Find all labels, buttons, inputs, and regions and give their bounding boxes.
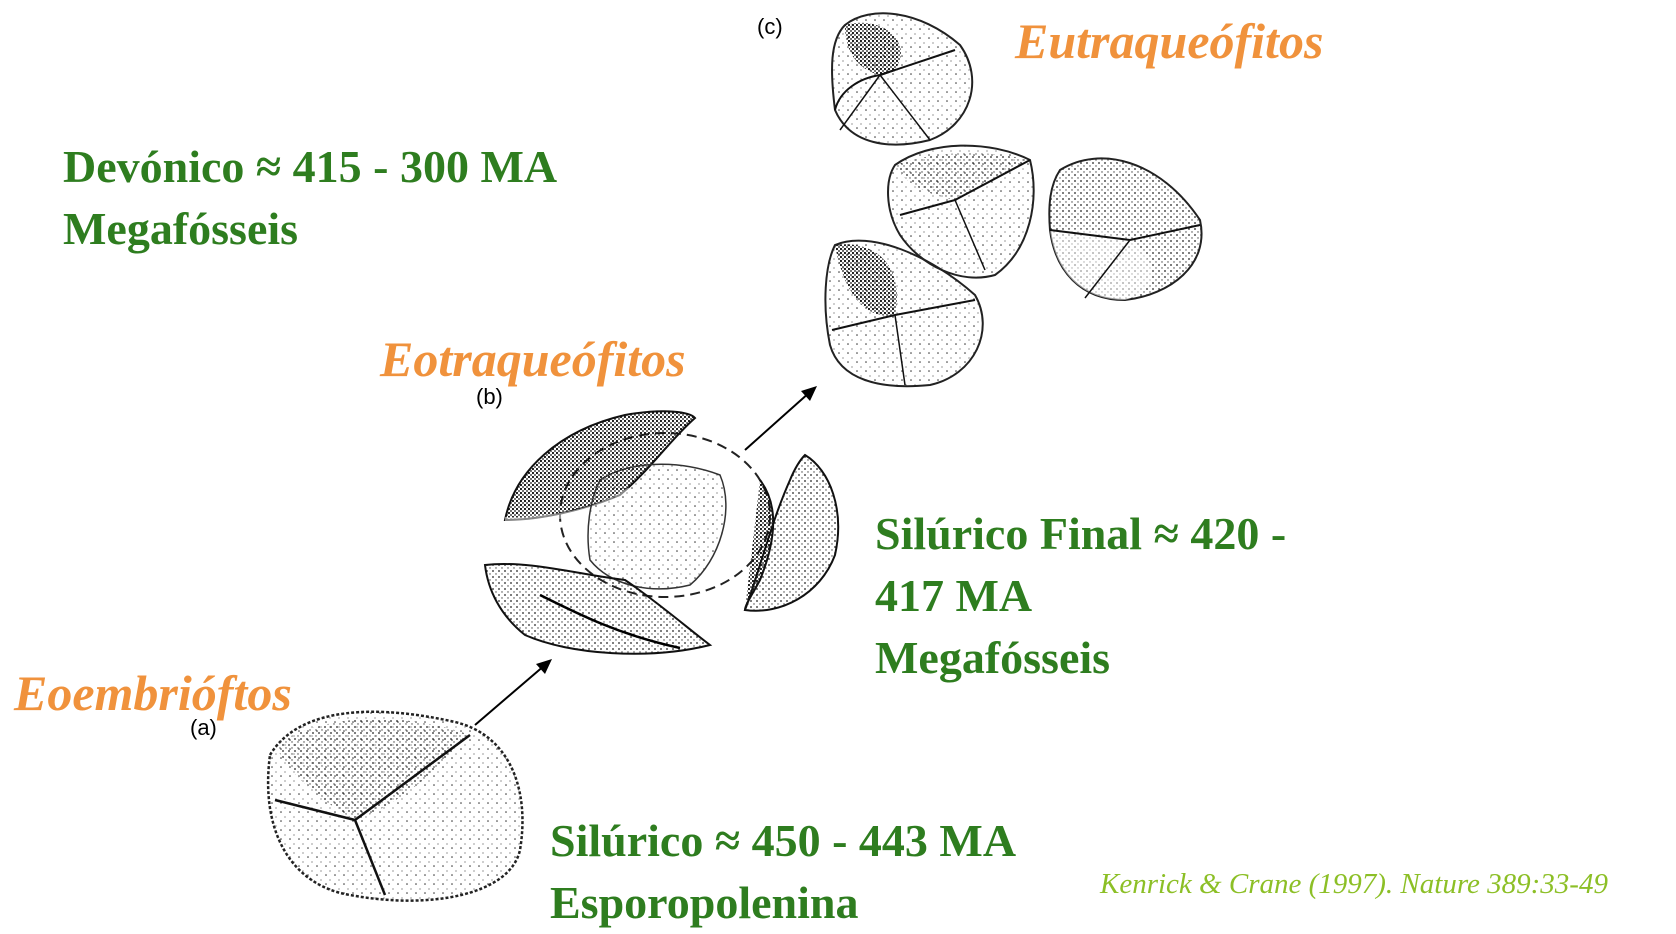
group-eutraqueofitos: Eutraqueófitos — [1015, 12, 1323, 70]
period-silurico-final-note: Megafósseis — [875, 627, 1286, 689]
group-eoembriofitos: Eoembrióftos — [14, 664, 292, 722]
period-devonico-note: Megafósseis — [63, 198, 557, 260]
period-silurico-note: Esporopolenina — [550, 872, 1016, 934]
period-silurico-final-range-end: 417 MA — [875, 565, 1286, 627]
spore-c-right — [1049, 158, 1201, 300]
period-silurico-final-range: Silúrico Final ≈ 420 - — [875, 503, 1286, 565]
arrow-b-to-c — [745, 386, 817, 450]
citation: Kenrick & Crane (1997). Nature 389:33-49 — [1100, 868, 1608, 901]
arrow-a-to-b — [475, 659, 552, 725]
label-c: (c) — [757, 14, 783, 40]
period-silurico: Silúrico ≈ 450 - 443 MA Esporopolenina — [550, 810, 1016, 934]
spore-b — [485, 411, 838, 653]
group-eotraqueofitos: Eotraqueófitos — [380, 330, 686, 388]
spore-a — [268, 712, 522, 901]
period-silurico-final: Silúrico Final ≈ 420 - 417 MA Megafóssei… — [875, 503, 1286, 689]
spore-c-top — [832, 13, 972, 144]
period-devonico: Devónico ≈ 415 - 300 MA Megafósseis — [63, 136, 557, 260]
period-silurico-range: Silúrico ≈ 450 - 443 MA — [550, 810, 1016, 872]
period-devonico-range: Devónico ≈ 415 - 300 MA — [63, 136, 557, 198]
